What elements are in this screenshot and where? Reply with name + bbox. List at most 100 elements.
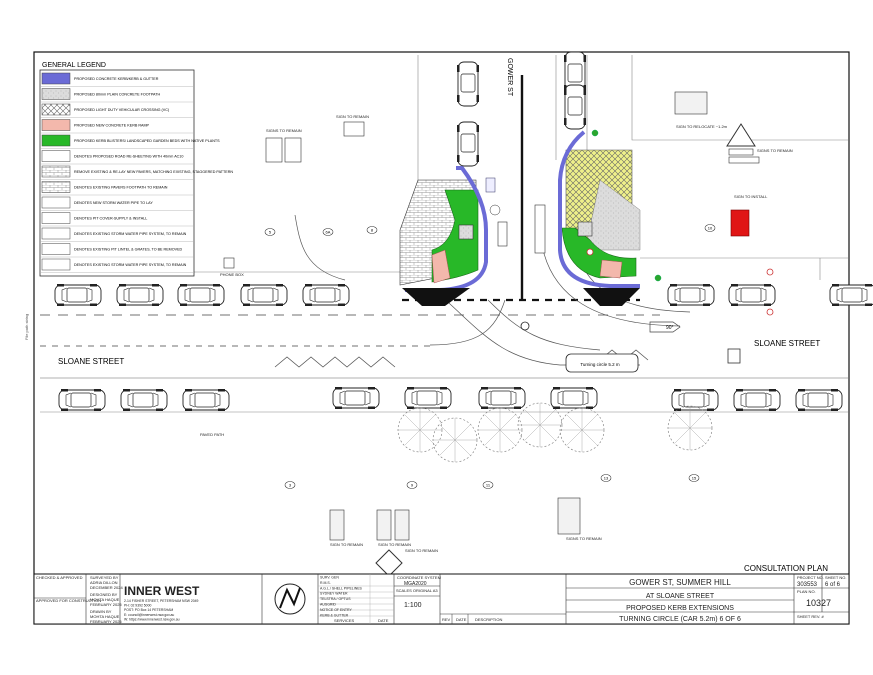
- legend-swatch: [41, 258, 71, 271]
- plan-no: 10327: [806, 598, 831, 608]
- sign-label-4: SIGNS TO REMAIN: [757, 148, 793, 153]
- legend-row: DENOTES EXISTING PIT LINTEL & GRATES, TO…: [40, 243, 194, 258]
- rev-desc-header: DESCRIPTION: [475, 617, 502, 622]
- general-legend: GENERAL LEGEND PROPOSED CONCRETE KERB/KE…: [39, 62, 233, 277]
- org-address-line: E: council@innerwest.nsw.gov.au: [124, 613, 174, 617]
- lot-number: 8: [371, 228, 374, 233]
- lot-number: 15: [692, 476, 697, 481]
- org-address-line: POST: PO Box 14 PETERSHAM: [124, 608, 173, 612]
- phone-box-label: PHONE BOX: [220, 272, 244, 277]
- sloane-street-label-right: SLOANE STREET: [754, 339, 820, 348]
- turning-vehicle: Turning circle 5.2 m 90°: [565, 325, 674, 373]
- legend-swatch: [41, 119, 71, 131]
- legend-swatch: [41, 88, 71, 100]
- surveyed-by-label: SURVEYED BY: [90, 575, 119, 580]
- lot-marker: 9: [406, 481, 418, 489]
- legend-swatch: [41, 181, 71, 193]
- lot-number: 3: [289, 483, 292, 488]
- service-item: TELSTRA / OPTUS: [320, 597, 351, 601]
- sheet-no: 6 of 6: [825, 582, 841, 588]
- legend-item-label: PROPOSED 80mm PLAIN CONCRETE FOOTPATH: [74, 93, 160, 97]
- legend-row: PROPOSED KERB BLISTERS/ LANDSCAPED GARDE…: [40, 134, 220, 149]
- turning-vehicle-label: Turning circle 5.2 m: [580, 362, 620, 367]
- legend-item-label: PROPOSED LIGHT DUTY VEHICULAR CROSSING (…: [74, 108, 169, 112]
- sign-label-b3: SIGNS TO REMAIN: [566, 536, 602, 541]
- service-item: AUSGRID: [320, 603, 336, 607]
- scale-label: SCALES ORIGINAL A3: [396, 588, 438, 593]
- lot-marker-circle: [406, 481, 418, 489]
- service-item: NOTICE OF ENTRY: [320, 608, 352, 612]
- designer-name: MOHTA HAQUE: [90, 597, 120, 602]
- legend-row: REMOVE EXISTING & RE-LAY NEW PAVERS, MAT…: [40, 165, 233, 180]
- legend-swatch: [41, 134, 71, 147]
- legend-swatch: [41, 243, 71, 255]
- project-no-label: PROJECT NO.: [797, 575, 824, 580]
- lot-marker: 8: [366, 226, 378, 234]
- lot-marker: 15: [688, 474, 700, 482]
- drawn-by-label: DRAWN BY: [90, 609, 112, 614]
- approved-label: APPROVED FOR CONSTRUCTION: [36, 598, 101, 603]
- lot-number: 13: [604, 476, 609, 481]
- survey-date: DECEMBER 2024: [90, 585, 123, 590]
- legend-swatch: [41, 212, 71, 224]
- kerb-extension-right: [520, 129, 774, 331]
- legend-swatch: [41, 150, 71, 162]
- checked-label: CHECKED & APPROVED: [36, 575, 83, 580]
- legend-item-label: DENOTES EXISTING PIT LINTEL & GRATES, TO…: [74, 248, 183, 252]
- arrow-label: 90°: [666, 325, 674, 331]
- service-item: SURV. GEN: [320, 576, 339, 580]
- lot-marker-circle: [688, 474, 700, 482]
- paved-path-label: PAVED PATH: [200, 432, 224, 437]
- gower-street-label: GOWER ST: [506, 58, 513, 97]
- legend-title: GENERAL LEGEND: [42, 62, 106, 69]
- legend-swatch: [41, 165, 71, 178]
- org-address-line: 2-14 FISHER STREET, PETERSHAM NSW 2049: [124, 599, 199, 603]
- legend-item-label: PROPOSED NEW CONCRETE KERB RAMP: [74, 124, 150, 128]
- legend-item-label: PROPOSED KERB BLISTERS/ LANDSCAPED GARDE…: [74, 139, 220, 143]
- drawn-date: FEBRUARY 2025: [90, 619, 122, 624]
- legend-row: DENOTES EXISTING PAVERS FOOTPATH TO REMA…: [40, 181, 194, 196]
- org-logo: INNER WEST: [124, 584, 200, 598]
- lot-marker: 13: [600, 474, 612, 482]
- lot-marker-circle: [322, 228, 334, 236]
- org-address-line: PH: 02 9392 5000: [124, 604, 151, 608]
- new-sign: [730, 209, 750, 237]
- lot-marker: 11: [482, 481, 494, 489]
- designed-by-label: DESIGNED BY: [90, 592, 118, 597]
- legend-row: PROPOSED CONCRETE KERB/KERB & GUTTER: [40, 72, 194, 87]
- lot-marker: 3: [284, 481, 296, 489]
- rev-date-header: DATE: [456, 617, 467, 622]
- lot-marker-circle: [482, 481, 494, 489]
- legend-item-label: DENOTES PROPOSED ROAD RE-SHEETING WITH 4…: [74, 155, 183, 159]
- sign-label-1: SIGNS TO REMAIN: [266, 128, 302, 133]
- lot-marker-circle: [264, 228, 276, 236]
- coord-value: MGA2020: [404, 581, 427, 587]
- lot-marker-circle: [366, 226, 378, 234]
- surveyor-name: ADRIA DILLON: [90, 580, 118, 585]
- date-header: DATE: [378, 618, 389, 623]
- legend-swatch: [41, 227, 71, 240]
- legend-row: DENOTES NEW STORM WATER PIPE TO LAY: [40, 196, 194, 211]
- legend-row: DENOTES EXISTING STORM WATER PIPE SYSTEM…: [40, 227, 194, 242]
- sloane-street-label-left: SLOANE STREET: [58, 357, 124, 366]
- service-item: R.M.S.: [320, 581, 331, 585]
- lot-marker-circle: [600, 474, 612, 482]
- title-block: CHECKED & APPROVED APPROVED FOR CONSTRUC…: [33, 573, 850, 625]
- sign-label-2: SIGN TO REMAIN: [336, 114, 369, 119]
- sign-annotations: SIGNS TO REMAIN SIGN TO REMAIN SIGN TO R…: [200, 91, 793, 577]
- legend-item-label: PROPOSED CONCRETE KERB/KERB & GUTTER: [74, 77, 159, 81]
- legend-item-label: REMOVE EXISTING & RE-LAY NEW PAVERS, MAT…: [74, 170, 233, 174]
- service-item: SYDNEY WATER: [320, 592, 348, 596]
- legend-row: DENOTES EXISTING STORM WATER PIPE SYSTEM…: [40, 258, 194, 273]
- consultation-label: CONSULTATION PLAN: [744, 564, 828, 573]
- lot-marker: 10: [704, 224, 716, 232]
- legend-item-label: DENOTES EXISTING PAVERS FOOTPATH TO REMA…: [74, 186, 168, 190]
- lot-marker: 6A: [322, 228, 334, 236]
- north-arrow-icon: [274, 583, 306, 615]
- plan-no-label: PLAN NO.: [797, 589, 816, 594]
- scale-value: 1:100: [404, 602, 422, 609]
- title-line-1: GOWER ST, SUMMER HILL: [629, 578, 731, 587]
- legend-row: PROPOSED NEW CONCRETE KERB RAMP: [40, 119, 194, 134]
- services-header: SERVICES: [334, 618, 354, 623]
